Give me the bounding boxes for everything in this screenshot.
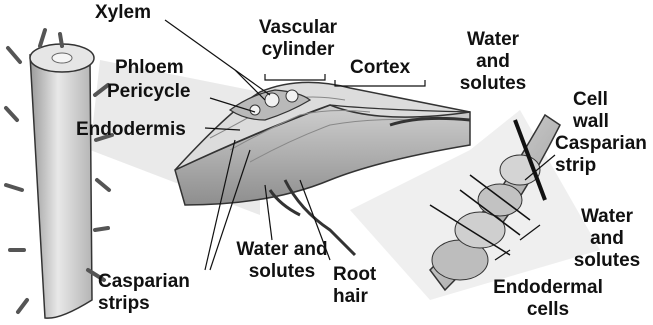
label-water-mid-2: solutes — [222, 262, 342, 282]
label-water-top-1: Water — [448, 30, 538, 50]
whole-root — [6, 30, 112, 318]
label-pericycle: Pericycle — [107, 82, 190, 102]
label-cell-wall-1: Cell — [573, 90, 608, 110]
label-casparian-strip-1: Casparian — [555, 134, 647, 154]
label-casparian-strips-2: strips — [98, 294, 150, 314]
label-root-hair-1: Root — [333, 265, 376, 285]
label-water-top-3: solutes — [448, 74, 538, 94]
label-xylem: Xylem — [95, 3, 151, 23]
label-water-top-2: and — [448, 52, 538, 72]
label-water-right-3: solutes — [565, 251, 649, 271]
label-vascular-cylinder-1: Vascular — [243, 18, 353, 38]
label-root-hair-2: hair — [333, 287, 368, 307]
label-endodermal-cells-2: cells — [478, 300, 618, 320]
label-phloem: Phloem — [115, 58, 184, 78]
label-water-right-1: Water — [565, 207, 649, 227]
label-endodermis: Endodermis — [76, 120, 186, 140]
label-casparian-strip-2: strip — [555, 156, 596, 176]
label-endodermal-cells-1: Endodermal — [478, 278, 618, 298]
label-water-right-2: and — [565, 229, 649, 249]
label-vascular-cylinder-2: cylinder — [243, 40, 353, 60]
label-cortex: Cortex — [350, 58, 410, 78]
label-cell-wall-2: wall — [573, 112, 609, 132]
label-water-mid-1: Water and — [222, 240, 342, 260]
label-casparian-strips-1: Casparian — [98, 272, 190, 292]
